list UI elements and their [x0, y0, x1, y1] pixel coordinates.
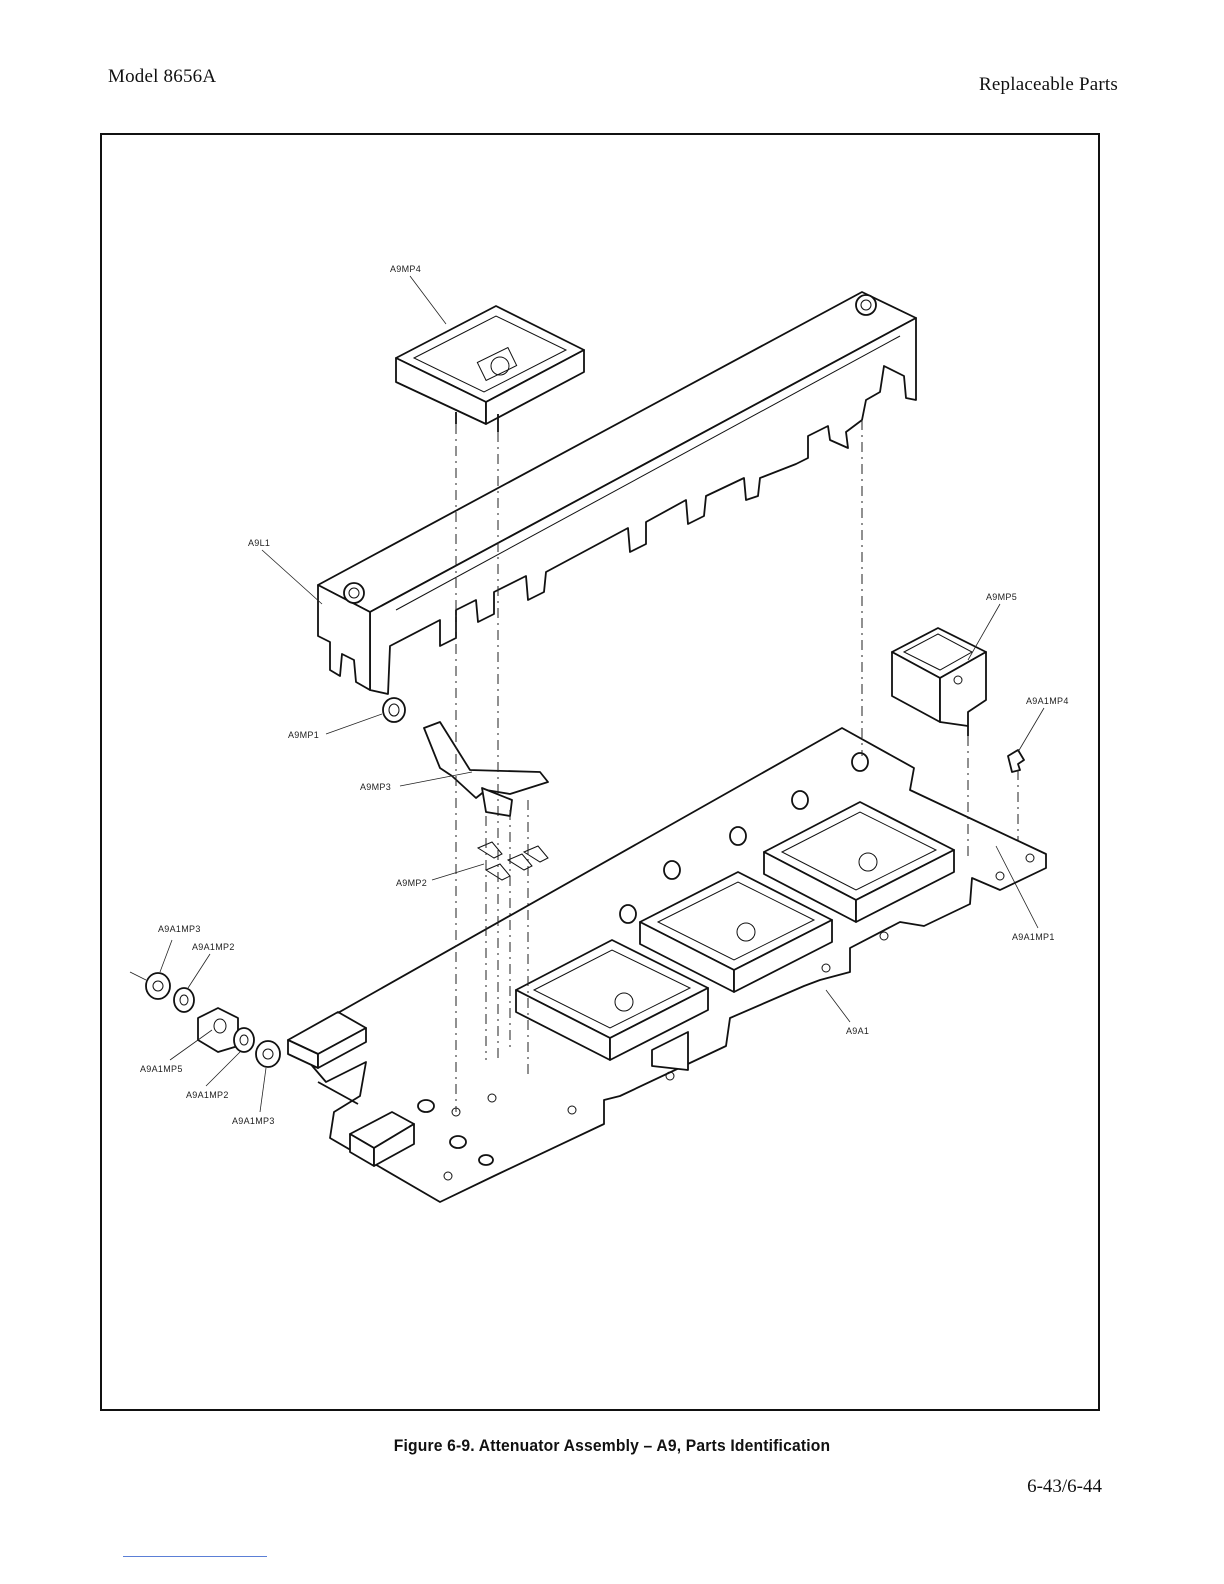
a9a1mp4-clip [1008, 750, 1024, 772]
a9mp2-clips [478, 842, 548, 880]
label-a9mp5: A9MP5 [986, 592, 1017, 602]
label-a9a1mp2-bottom: A9A1MP2 [186, 1090, 229, 1100]
label-a9a1mp1: A9A1MP1 [1012, 932, 1055, 942]
label-a9a1mp2-top: A9A1MP2 [192, 942, 235, 952]
page-number: 6-43/6-44 [1027, 1476, 1102, 1498]
label-a9mp2: A9MP2 [396, 878, 427, 888]
label-a9a1mp4: A9A1MP4 [1026, 696, 1069, 706]
a9a1-hardware-stack [146, 973, 280, 1067]
label-a9mp4: A9MP4 [390, 264, 421, 274]
label-a9l1: A9L1 [248, 538, 270, 548]
label-a9a1mp3-top: A9A1MP3 [158, 924, 201, 934]
label-a9a1mp3-bottom: A9A1MP3 [232, 1116, 275, 1126]
figure-caption: Figure 6-9. Attenuator Assembly – A9, Pa… [49, 1436, 1175, 1456]
footer-rule [123, 1556, 267, 1557]
a9mp5-shield [892, 628, 986, 736]
label-a9mp3: A9MP3 [360, 782, 391, 792]
label-a9mp1: A9MP1 [288, 730, 319, 740]
a9mp4-shield [396, 306, 584, 432]
a9mp1-grommet [383, 698, 405, 722]
a9mp3-bracket [424, 722, 548, 816]
label-a9a1: A9A1 [846, 1026, 869, 1036]
label-a9a1mp5: A9A1MP5 [140, 1064, 183, 1074]
